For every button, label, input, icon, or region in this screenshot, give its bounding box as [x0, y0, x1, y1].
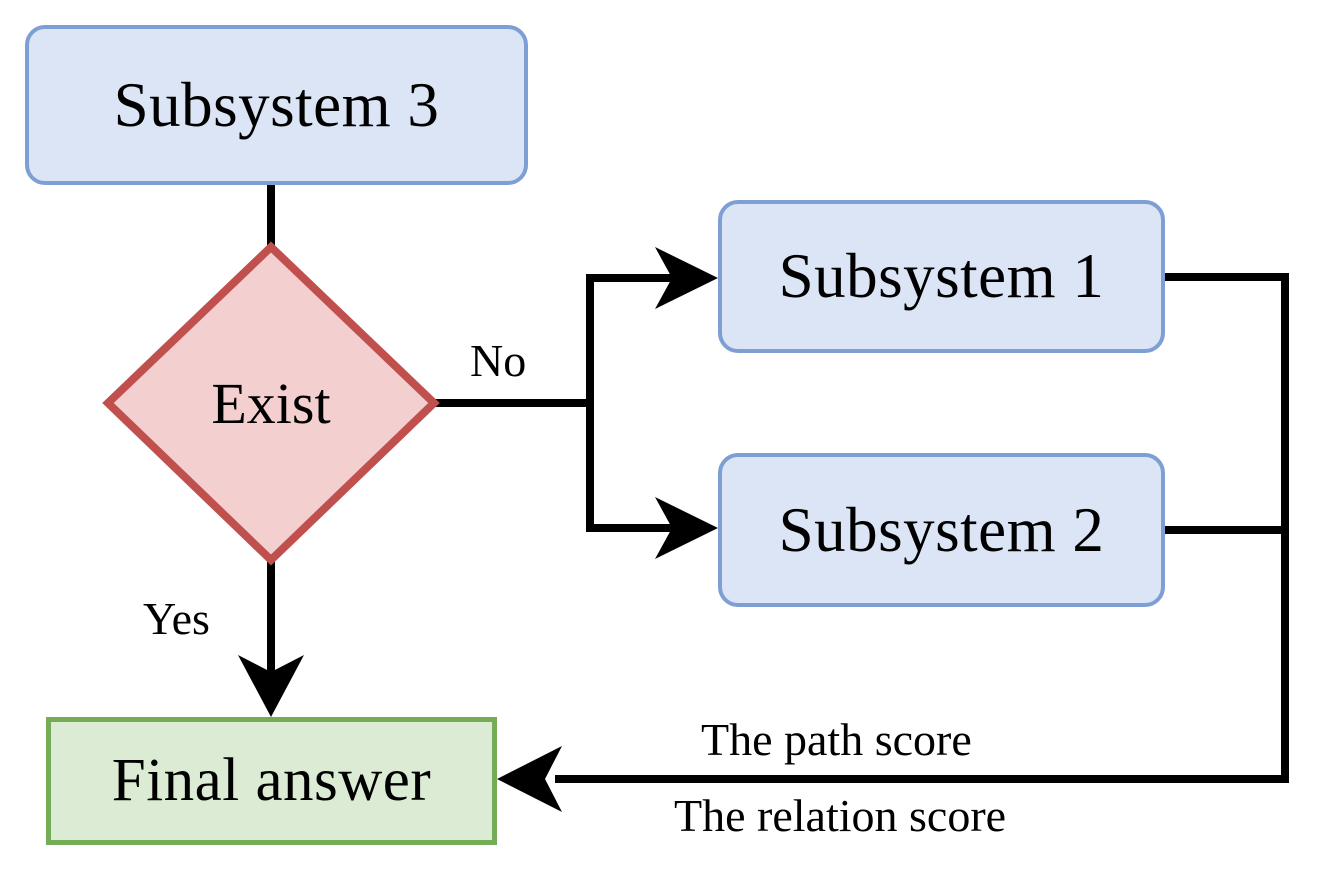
node-final-answer[interactable]: Final answer	[46, 717, 497, 845]
edge-label-yes: Yes	[143, 593, 210, 644]
node-subsystem-3-label: Subsystem 3	[113, 69, 440, 140]
arrowhead-to-final-answer-top	[238, 655, 304, 717]
edge-label-no: No	[470, 335, 527, 386]
arrowhead-to-final-answer-right	[497, 746, 562, 812]
node-subsystem-1-label: Subsystem 1	[778, 241, 1105, 311]
decision-diamond-exist[interactable]	[102, 241, 440, 566]
node-subsystem-2-label: Subsystem 2	[778, 494, 1105, 565]
node-subsystem-2[interactable]: Subsystem 2	[718, 453, 1165, 607]
node-final-answer-label: Final answer	[111, 747, 432, 814]
edge-label-relation-score: The relation score	[674, 790, 1007, 841]
node-subsystem-1[interactable]: Subsystem 1	[718, 200, 1165, 353]
arrowhead-to-subsystem2	[655, 497, 718, 559]
node-subsystem-3[interactable]: Subsystem 3	[25, 25, 528, 185]
edge-label-path-score: The path score	[701, 714, 972, 765]
arrowhead-to-subsystem1	[655, 247, 718, 309]
